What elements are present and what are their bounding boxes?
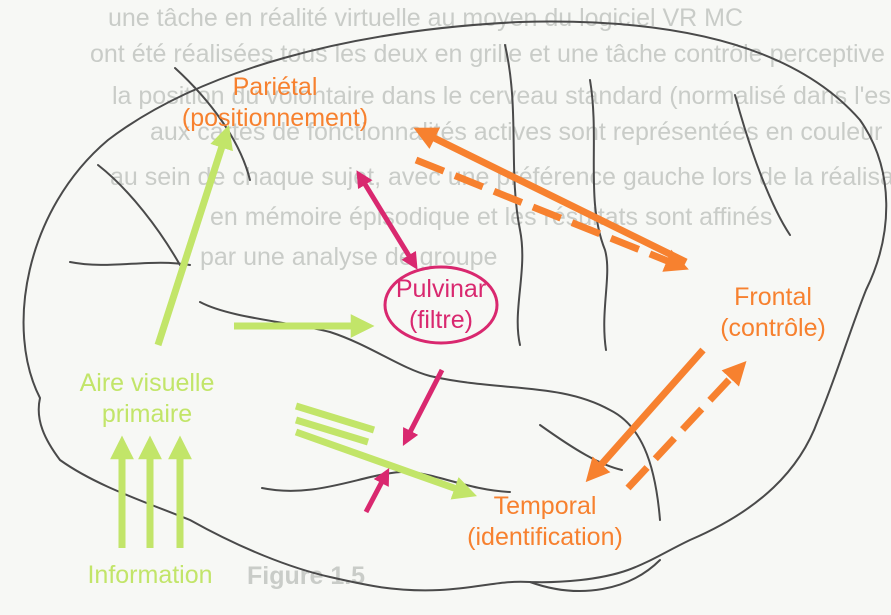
arrow-temporal-to-frontal-dashed	[628, 368, 740, 488]
label-parietal: Pariétal (positionnement)	[155, 72, 395, 134]
arrow-up-to-temporal	[366, 474, 386, 512]
label-frontal: Frontal (contrôle)	[708, 282, 838, 344]
lower-sulcus	[540, 425, 622, 470]
label-pulvinar-role: (filtre)	[386, 305, 496, 336]
label-temporal-name: Temporal	[440, 491, 650, 522]
background-caption: Figure 1.5	[247, 562, 365, 590]
label-visual-line1: Aire visuelle	[52, 368, 242, 399]
label-pulvinar: Pulvinar (filtre)	[386, 274, 496, 336]
label-temporal-role: (identification)	[440, 522, 650, 553]
label-parietal-role: (positionnement)	[155, 103, 395, 134]
occipital-sulcus	[70, 262, 190, 265]
label-frontal-role: (contrôle)	[708, 313, 838, 344]
label-parietal-name: Pariétal	[155, 72, 395, 103]
label-visual-area: Aire visuelle primaire	[52, 368, 242, 430]
label-pulvinar-name: Pulvinar	[386, 274, 496, 305]
label-visual-line2: primaire	[52, 399, 242, 430]
label-temporal: Temporal (identification)	[440, 491, 650, 553]
arrow-pulvinar-to-temporal	[406, 370, 442, 440]
background-text-line: en mémoire épisodique et les résultats s…	[210, 203, 772, 231]
label-frontal-name: Frontal	[708, 282, 838, 313]
background-text-line: ont été réalisées tous les deux en grill…	[90, 40, 885, 68]
label-information: Information	[60, 560, 240, 591]
